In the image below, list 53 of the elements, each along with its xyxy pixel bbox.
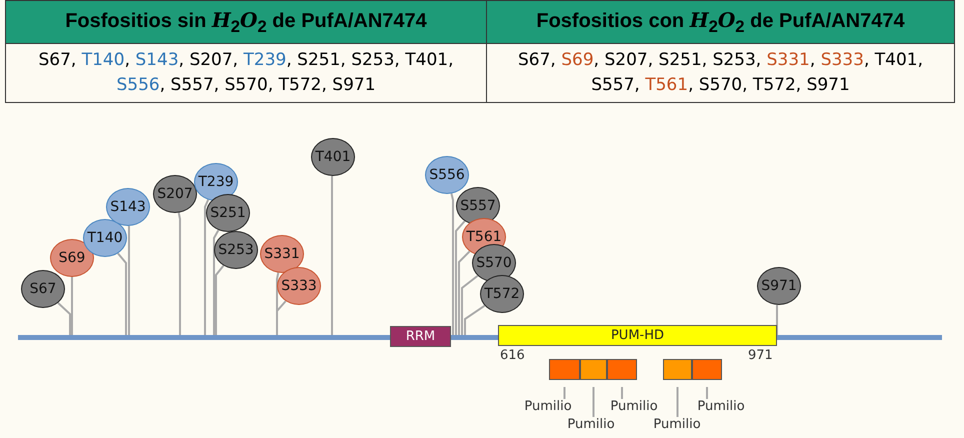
leader-line: [592, 387, 594, 417]
table-cell: S67, T140, S143, S207, T239, S251, S253, T401, S556, S557, S570, T572, S971: [5, 44, 487, 103]
repeat-label: Pumilio: [696, 399, 746, 415]
repeat-label: Pumilio: [652, 417, 702, 433]
stem-line: [117, 252, 127, 335]
stem-line: [455, 220, 466, 335]
repeat-label: Pumilio: [566, 417, 616, 433]
leader-line: [621, 387, 623, 399]
phosphosite-circle: S143: [106, 188, 150, 226]
stem-line: [450, 193, 454, 335]
phosphosite-circle: S331: [260, 235, 304, 273]
phosphosite-circle: S67: [21, 270, 65, 308]
repeat-box: [549, 359, 580, 380]
position-number: 971: [748, 348, 773, 363]
stem-line: [204, 199, 210, 335]
stem-line: [178, 212, 181, 335]
repeat-box: [607, 359, 637, 380]
repeat-label: Pumilio: [609, 399, 659, 415]
repeat-box: [692, 359, 722, 380]
stem-line: [458, 250, 470, 335]
stem-line: [215, 265, 224, 335]
table-header: Fosfositios con H$_{2}$O$_{2}$ de PufA/AN7474: [487, 0, 955, 44]
phosphosite-circle: T239: [194, 163, 238, 201]
stem-line: [276, 300, 286, 335]
phosphosite-circle: S971: [757, 267, 801, 305]
phosphosite-circle: S557: [456, 187, 500, 225]
table-header: Fosfositios sin H$_{2}$O$_{2}$ de PufA/AN7474: [5, 0, 487, 44]
leader-line: [564, 387, 566, 399]
leader-line: [706, 387, 708, 399]
phosphosite-circle: S251: [206, 194, 250, 232]
stem-line: [57, 302, 71, 335]
stem-line: [464, 304, 486, 335]
phosphosite-circle: S207: [153, 175, 197, 213]
pum-hd-domain-box: PUM-HD: [498, 325, 777, 346]
position-number: 616: [500, 348, 525, 363]
phosphosite-circle: S69: [50, 239, 94, 277]
phosphosite-circle: S253: [214, 231, 258, 269]
phosphosite-circle: T572: [480, 275, 524, 313]
phosphosite-circle: T401: [311, 138, 355, 176]
repeat-label: Pumilio: [523, 399, 573, 415]
stem-line: [71, 277, 73, 335]
stem-line: [128, 226, 130, 335]
table-cell: S67, S69, S207, S251, S253, S331, S333, T401, S557, T561, S570, T572, S971: [487, 44, 955, 103]
stem-line: [331, 176, 333, 335]
phosphosite-circle: T140: [83, 219, 127, 257]
repeat-box: [580, 359, 607, 380]
repeat-box: [663, 359, 692, 380]
phosphosite-circle: S556: [425, 156, 469, 194]
rrm-domain-box: RRM: [390, 326, 451, 347]
leader-line: [676, 387, 678, 417]
stem-line: [213, 230, 220, 335]
phosphosite-circle: S333: [277, 267, 321, 305]
stem-line: [461, 274, 478, 335]
